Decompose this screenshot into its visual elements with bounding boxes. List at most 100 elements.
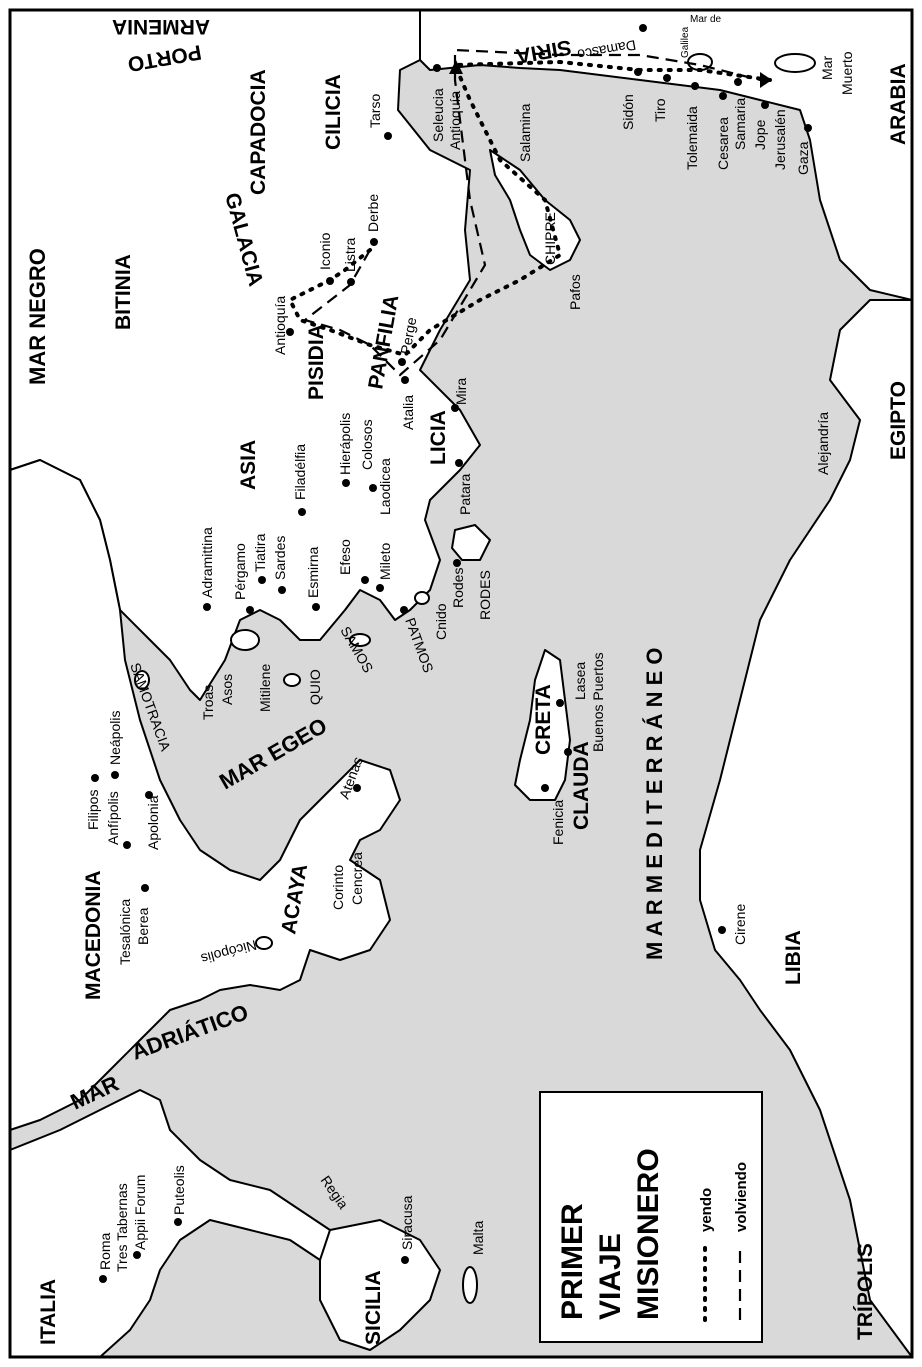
region-capadocia: CAPADOCIA: [247, 69, 270, 195]
route-returning: [302, 48, 761, 377]
city-mitilene: Mitilene: [257, 664, 273, 712]
city-colosos: Colosos: [359, 419, 375, 470]
city-dot-pergamo: [246, 606, 254, 614]
city-dot-filadelfia: [298, 508, 306, 516]
city-appii-forum: Appii Forum: [132, 1175, 148, 1250]
city-gaza: Gaza: [795, 141, 811, 175]
city-dot-sidon: [634, 68, 642, 76]
city-tolemaida: Tolemaida: [684, 106, 700, 170]
city-dot-siracusa: [401, 1256, 409, 1264]
city-cnido: Cnido: [433, 603, 449, 640]
island-cyprus: [489, 149, 581, 271]
landmass-greece: [9, 459, 401, 1131]
city-dot-tesalonica: [141, 884, 149, 892]
city-dot-jerusalen: [761, 101, 769, 109]
city-corinto: Corinto: [330, 865, 346, 910]
region-clauda: CLAUDA: [570, 741, 593, 830]
region-creta: CRETA: [532, 684, 555, 755]
city-laodicea: Laodicea: [377, 458, 393, 515]
city-tesalonica: Tesalónica: [117, 899, 133, 965]
city-markers: Damasco Mar de Galilea Mar Muerto Tarso …: [85, 14, 855, 1283]
city-dot-listra: [347, 278, 355, 286]
route-arrow-north: [449, 60, 463, 74]
region-egipto: EGIPTO: [887, 381, 910, 460]
region-armenia: ARMENIA: [112, 15, 210, 38]
city-berea: Berea: [135, 907, 151, 945]
city-cirene: Cirene: [732, 904, 748, 945]
region-italia: ITALIA: [37, 1279, 60, 1345]
city-dot-antioquia-pisidia: [286, 328, 294, 336]
city-pergamo: Pérgamo: [232, 543, 248, 600]
city-dot-cirene: [718, 926, 726, 934]
city-dot-gaza: [804, 124, 812, 132]
city-hierapolis: Hierápolis: [337, 413, 353, 475]
city-puteolis: Puteolis: [171, 1165, 187, 1215]
city-filadelfia: Filadélfia: [292, 444, 308, 500]
region-licia: LICIA: [427, 410, 450, 465]
city-anfipolis: Anfípolis: [105, 791, 121, 845]
city-jerusalen: Jerusalén: [772, 109, 788, 170]
city-atalia: Atalia: [400, 395, 416, 430]
city-dot-clauda: [564, 748, 572, 756]
city-dot-patmos: [400, 606, 408, 614]
region-chipre: CHIPRE: [542, 212, 558, 265]
city-patara: Patara: [457, 474, 473, 515]
city-tiatira: Tiatira: [252, 533, 268, 572]
lake-muerto: [774, 53, 816, 73]
landmass-sicily: [319, 1219, 441, 1351]
city-efeso: Efeso: [337, 539, 353, 575]
map-frame: [8, 8, 914, 1359]
city-galilea-1: Mar de: [690, 14, 722, 25]
island-malta: [462, 1266, 478, 1304]
city-dot-mileto: [376, 584, 384, 592]
island-rhodes: [451, 524, 491, 561]
city-cesarea: Cesarea: [715, 117, 731, 170]
city-tarso: Tarso: [367, 94, 383, 128]
city-siracusa: Siracusa: [399, 1195, 415, 1250]
island-samotracia: [134, 670, 150, 690]
region-asia: ASIA: [237, 440, 260, 490]
city-dot-lasea: [556, 699, 564, 707]
city-dot-tiro: [663, 74, 671, 82]
city-esmirna: Esmirna: [305, 546, 321, 598]
city-dot-tiatira: [258, 576, 266, 584]
city-dot-tolemaida: [691, 82, 699, 90]
city-dot-mira: [451, 404, 459, 412]
island-cnido: [414, 591, 430, 605]
city-antioquia-pisidia: Antioquía: [272, 296, 288, 355]
city-dot-perge: [398, 358, 406, 366]
region-bitinia: BITINIA: [112, 254, 135, 330]
city-buenos-puertos: Buenos Puertos: [590, 652, 606, 752]
city-malta: Malta: [470, 1221, 486, 1255]
city-dot-apolonia: [145, 791, 153, 799]
city-dot-esmirna: [312, 603, 320, 611]
city-derbe: Derbe: [365, 194, 381, 232]
legend-going-label: yendo: [698, 1188, 715, 1232]
city-antioquia-siria: Antioquía: [447, 91, 463, 150]
legend-title-1: PRIMER: [556, 1203, 589, 1320]
city-cencrea: Cencrea: [349, 852, 365, 905]
city-dot-neapolis: [111, 771, 119, 779]
city-fenicia: Fenicia: [550, 800, 566, 845]
city-mira: Mira: [453, 378, 469, 405]
city-apolonia: Apolonia: [145, 795, 161, 850]
island-samos: [349, 633, 371, 647]
city-dot-derbe: [370, 238, 378, 246]
legend-title-2: VIAJE: [594, 1233, 627, 1320]
city-dot-roma: [99, 1275, 107, 1283]
city-dot-hierapolis: [342, 479, 350, 487]
city-dot-atenas: [353, 784, 361, 792]
region-libia: LIBIA: [782, 930, 805, 985]
route-arrow-east: [760, 72, 772, 88]
city-dot-efeso: [361, 576, 369, 584]
city-roma: Roma: [97, 1232, 113, 1270]
city-dot-atalia: [401, 376, 409, 384]
city-galilea-2: Galilea: [680, 26, 691, 58]
legend-box: [539, 1091, 763, 1343]
sea-mar-negro: MAR NEGRO: [25, 248, 50, 385]
city-salamina: Salamina: [517, 103, 533, 162]
city-dot-tarso: [384, 132, 392, 140]
city-adramittina: Adramittina: [199, 527, 215, 598]
region-tripolis: TRÍPOLIS: [854, 1243, 877, 1340]
